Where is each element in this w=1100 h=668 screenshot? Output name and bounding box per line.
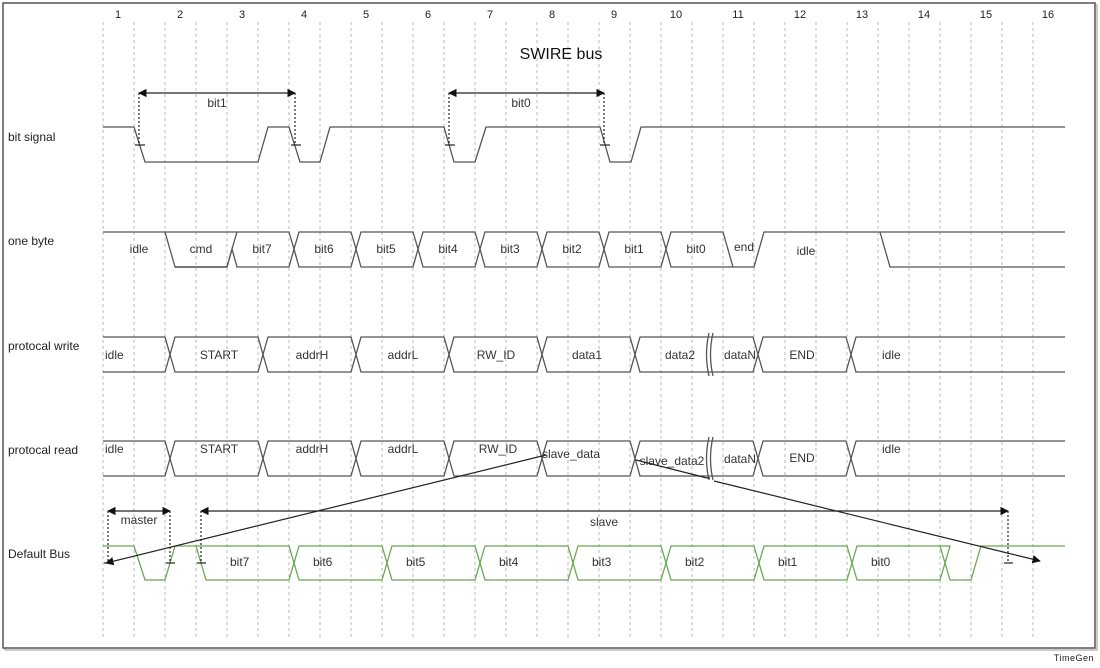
diagram-frame bbox=[2, 2, 1096, 649]
column-number: 16 bbox=[1042, 9, 1054, 21]
segment-label: bit7 bbox=[230, 555, 250, 569]
segment-label: bit2 bbox=[562, 242, 582, 256]
segment-label: bit1 bbox=[778, 555, 798, 569]
bit0-measure: bit0 bbox=[445, 88, 610, 146]
segment-label: bit2 bbox=[685, 555, 705, 569]
slave-data-to-bus-arrow bbox=[713, 480, 1041, 564]
segment-label: idle bbox=[797, 244, 816, 258]
slave-data-arrow-part bbox=[635, 459, 710, 479]
segment-label: bit6 bbox=[314, 242, 334, 256]
segment-label: end bbox=[734, 240, 754, 254]
column-number: 2 bbox=[177, 9, 183, 21]
signal-label-default-bus[interactable]: Default Bus bbox=[8, 547, 70, 561]
column-number: 1 bbox=[115, 9, 121, 21]
segment-label: bit5 bbox=[376, 242, 396, 256]
segment-label: bit4 bbox=[438, 242, 458, 256]
signal-label-protocal-write[interactable]: protocal write bbox=[8, 339, 80, 353]
bit0-label: bit0 bbox=[511, 96, 531, 110]
footer-brand: TimeGen bbox=[1054, 653, 1094, 663]
column-number: 8 bbox=[549, 9, 555, 21]
default-bus-waveform[interactable]: bit7 bit6 bit5 bit4 bit3 bit2 bit1 bit0 bbox=[103, 545, 1065, 581]
segment-label: addrH bbox=[296, 348, 329, 362]
column-number: 13 bbox=[856, 9, 868, 21]
segment-label: slave_data2 bbox=[640, 454, 705, 468]
grid-lines bbox=[102, 22, 1034, 640]
segment-label: START bbox=[200, 442, 239, 456]
segment-label: RW_ID bbox=[479, 442, 518, 456]
segment-label: bit1 bbox=[624, 242, 644, 256]
segment-label: idle bbox=[882, 348, 901, 362]
segment-label: idle bbox=[130, 242, 149, 256]
segment-label: slave_data bbox=[542, 447, 600, 461]
segment-label: addrL bbox=[388, 442, 419, 456]
column-number: 4 bbox=[301, 9, 307, 21]
column-number: 3 bbox=[239, 9, 245, 21]
segment-label: cmd bbox=[190, 242, 213, 256]
segment-label: START bbox=[200, 348, 239, 362]
protocal-read-waveform[interactable]: idle START addrH addrL RW_ID slave_data slave_… bbox=[103, 436, 1065, 481]
signal-label-one-byte[interactable]: one byte bbox=[8, 234, 54, 248]
segment-label: data2 bbox=[665, 348, 695, 362]
read-to-master-arrow bbox=[105, 454, 547, 566]
master-label: master bbox=[121, 513, 158, 527]
column-number: 5 bbox=[363, 9, 369, 21]
column-number: 7 bbox=[487, 9, 493, 21]
column-number: 6 bbox=[425, 9, 431, 21]
segment-label: bit0 bbox=[686, 242, 706, 256]
slave-label: slave bbox=[590, 515, 618, 529]
segment-label: END bbox=[789, 348, 815, 362]
column-number: 9 bbox=[611, 9, 617, 21]
diagram-title: SWIRE bus bbox=[520, 46, 603, 63]
segment-label: bit6 bbox=[313, 555, 333, 569]
signal-label-bit-signal[interactable]: bit signal bbox=[8, 130, 55, 144]
bit1-measure: bit1 bbox=[135, 88, 301, 146]
segment-label: bit3 bbox=[500, 242, 520, 256]
segment-label: bit0 bbox=[871, 555, 891, 569]
segment-label: dataN bbox=[724, 348, 756, 362]
signal-label-protocal-read[interactable]: protocal read bbox=[8, 443, 78, 457]
segment-label: idle bbox=[105, 348, 124, 362]
segment-label: addrH bbox=[296, 442, 329, 456]
column-number: 15 bbox=[980, 9, 992, 21]
segment-label: dataN bbox=[724, 452, 756, 466]
segment-label: bit4 bbox=[499, 555, 519, 569]
segment-label: RW_ID bbox=[477, 348, 516, 362]
column-number: 11 bbox=[732, 9, 743, 21]
one-byte-waveform[interactable]: idle cmd bit7 bit6 bit5 bit4 bit3 bit2 b… bbox=[103, 231, 1065, 268]
column-number: 12 bbox=[794, 9, 806, 21]
slave-measure: slave bbox=[197, 506, 1013, 564]
segment-label: END bbox=[789, 451, 815, 465]
segment-label: bit5 bbox=[406, 555, 426, 569]
segment-label: data1 bbox=[572, 348, 602, 362]
bit-signal-waveform[interactable] bbox=[103, 126, 1065, 163]
bit1-label: bit1 bbox=[207, 96, 227, 110]
column-number: 10 bbox=[670, 9, 682, 21]
segment-label: idle bbox=[105, 442, 124, 456]
column-number: 14 bbox=[918, 9, 930, 21]
segment-label: bit3 bbox=[592, 555, 612, 569]
segment-label: bit7 bbox=[252, 242, 272, 256]
segment-label: addrL bbox=[388, 348, 419, 362]
segment-label: idle bbox=[882, 442, 901, 456]
protocal-write-waveform[interactable]: idle START addrH addrL RW_ID data1 data2 dataN E… bbox=[103, 332, 1065, 377]
